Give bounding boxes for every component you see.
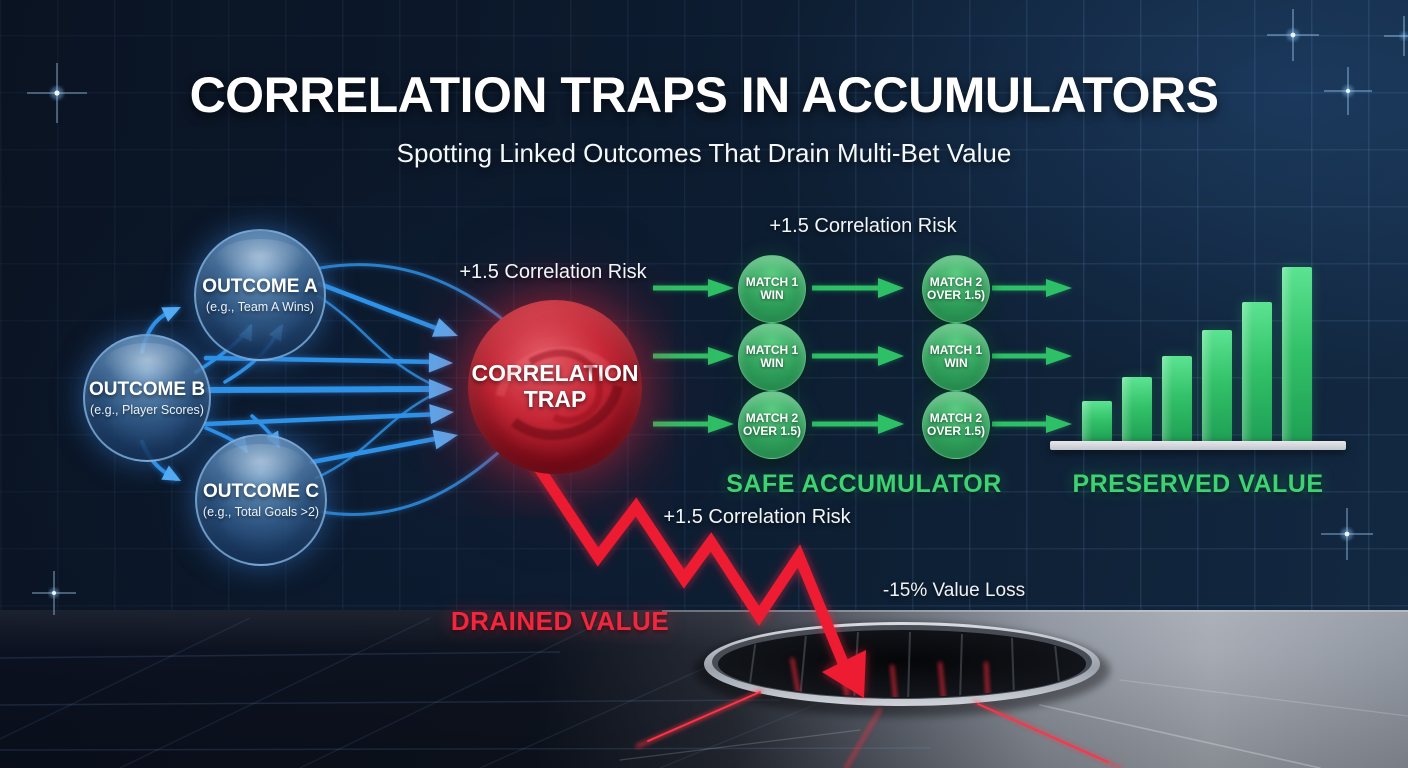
correlation-trap-node: CORRELATION TRAP: [468, 300, 642, 474]
acca-step-r2c1: MATCH 1 WIN: [738, 323, 806, 391]
page-title: CORRELATION TRAPS IN ACCUMULATORS: [189, 67, 1219, 123]
value-bar: [1242, 302, 1272, 441]
acca-step-line1: MATCH 1: [745, 342, 799, 357]
acca-step-r3c2: MATCH 2 OVER 1.5): [922, 391, 990, 459]
outcome-b-label: OUTCOME B: [88, 379, 206, 400]
trap-swirl: [495, 346, 623, 440]
acca-step-r2c2: MATCH 1 WIN: [922, 323, 990, 391]
green-arrows: [653, 278, 1072, 434]
value-bar: [1122, 377, 1152, 441]
value-loss-label: -15% Value Loss: [882, 580, 1026, 601]
preserved-bars: [1082, 267, 1314, 441]
acca-step-line1: MATCH 1: [929, 342, 983, 357]
acca-step-line2: OVER 1.5): [742, 424, 802, 438]
floor-red-rays: [635, 689, 1122, 768]
acca-step-line2: WIN: [760, 356, 784, 370]
outcome-c-example: (e.g., Total Goals >2): [202, 505, 320, 519]
acca-step-line2: OVER 1.5): [926, 288, 986, 302]
acca-step-line2: WIN: [944, 356, 968, 370]
page-subtitle: Spotting Linked Outcomes That Drain Mult…: [396, 138, 1012, 168]
acca-step-line1: MATCH 2: [929, 274, 983, 289]
drain-risk-label: +1.5 Correlation Risk: [663, 506, 851, 528]
value-bar: [1282, 267, 1312, 441]
acca-step-r3c1: MATCH 2 OVER 1.5): [738, 391, 806, 459]
floor-scratches: [619, 679, 1408, 768]
drained-value-caption: DRAINED VALUE: [450, 606, 670, 636]
outcome-a-label: OUTCOME A: [202, 276, 318, 297]
preserved-value-caption: PRESERVED VALUE: [1072, 470, 1324, 498]
acca-step-line1: MATCH 2: [745, 410, 799, 425]
safe-accumulator-caption: SAFE ACCUMULATOR: [726, 470, 1002, 498]
acca-step-line1: MATCH 1: [745, 274, 799, 289]
outcome-c-label: OUTCOME C: [202, 481, 320, 502]
acca-step-line1: MATCH 2: [929, 410, 983, 425]
hole-pit: [718, 630, 1086, 698]
value-bar: [1202, 330, 1232, 441]
outcome-node-a: OUTCOME A (e.g., Team A Wins): [194, 229, 326, 361]
outcome-node-c: OUTCOME C (e.g., Total Goals >2): [195, 434, 327, 566]
acca-step-line2: WIN: [760, 288, 784, 302]
trap-risk-label: +1.5 Correlation Risk: [459, 261, 647, 283]
acca-step-r1c2: MATCH 2 OVER 1.5): [922, 255, 990, 323]
outcome-a-example: (e.g., Team A Wins): [205, 300, 315, 314]
trap-label-line2: TRAP: [523, 386, 587, 412]
value-bar: [1082, 401, 1112, 441]
acca-step-r1c1: MATCH 1 WIN: [738, 255, 806, 323]
value-bar: [1162, 356, 1192, 441]
outcome-node-b: OUTCOME B (e.g., Player Scores): [83, 334, 211, 462]
acca-step-line2: OVER 1.5): [926, 424, 986, 438]
accumulator-risk-label: +1.5 Correlation Risk: [769, 215, 957, 237]
bar-chart-base: [1050, 441, 1346, 450]
outcome-b-example: (e.g., Player Scores): [90, 403, 204, 417]
trap-label-line1: CORRELATION: [471, 360, 639, 387]
